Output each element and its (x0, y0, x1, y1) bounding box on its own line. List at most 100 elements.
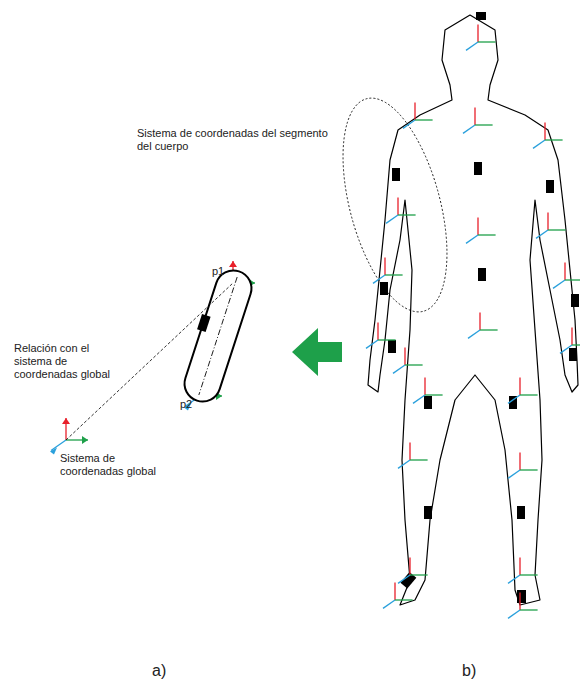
coordinate-frame (383, 582, 413, 608)
axis-x (508, 470, 520, 478)
sensor (424, 396, 432, 409)
frame-label: Sistema de coordenadas global (60, 452, 170, 478)
axis-z (547, 212, 548, 230)
panel-label: a) (152, 662, 166, 680)
coordinate-frame (373, 257, 403, 283)
axis-z (519, 592, 520, 610)
coordinate-frame (560, 327, 580, 353)
axis-x (533, 140, 545, 148)
axis-x (403, 120, 415, 128)
coordinate-frame (466, 24, 496, 50)
coordinate-frame (508, 557, 538, 583)
axis-x (373, 275, 385, 283)
axis-z (384, 257, 385, 275)
axis-z (414, 102, 415, 120)
axis-y (385, 274, 403, 275)
coordinate-frame (386, 197, 416, 223)
frame-label: Sistema de coordenadas del segmento del … (137, 127, 337, 153)
axis-y (410, 459, 428, 460)
axis-x (463, 125, 475, 133)
axis-z (519, 557, 520, 575)
sensor (380, 282, 388, 295)
axis-y (410, 574, 428, 575)
sensor (569, 348, 577, 361)
axis-y (520, 609, 538, 610)
coordinate-frame (468, 312, 498, 338)
sensor (476, 12, 486, 20)
axis-x (393, 365, 405, 373)
sensor (424, 506, 432, 519)
coordinate-frame (553, 262, 580, 288)
coordinate-frame (413, 377, 443, 403)
coordinate-frame (508, 452, 538, 478)
axis-z (424, 377, 425, 395)
axis-z (409, 442, 410, 460)
coordinate-frame (393, 347, 423, 373)
highlight-ellipse (323, 87, 467, 323)
axis-x (383, 600, 395, 608)
axis-x (508, 395, 520, 403)
axis-z (479, 312, 480, 330)
coordinate-frame (508, 377, 538, 403)
coordinate-frame (398, 557, 428, 583)
axis-x (536, 230, 548, 238)
axis-y (398, 214, 416, 215)
axis-y (548, 229, 566, 230)
axis-y (480, 329, 498, 330)
axis-z (564, 262, 565, 280)
coordinate-frame (536, 212, 566, 238)
sensor (388, 340, 396, 353)
axis-z (519, 452, 520, 470)
axis-z (409, 557, 410, 575)
axis-z (404, 347, 405, 365)
relation-label: Relación con el sistema de coordenadas g… (14, 342, 114, 381)
axis-x (398, 460, 410, 468)
axis-y (475, 124, 493, 125)
coordinate-frame (366, 322, 396, 348)
axis-z (377, 322, 378, 340)
point-label: p1 (212, 265, 224, 278)
axis-y (520, 469, 538, 470)
coordinate-frame (403, 102, 433, 128)
sensor (478, 268, 486, 281)
green-arrow (292, 328, 342, 376)
axis-y (478, 234, 496, 235)
sensor (517, 506, 525, 519)
arrowhead (229, 261, 237, 267)
body-segment (176, 265, 256, 407)
axis-x (466, 235, 478, 243)
point-label: p2 (180, 398, 192, 411)
arrowhead (62, 418, 70, 424)
axis-y (415, 119, 433, 120)
axis-x (553, 280, 565, 288)
axis-x (398, 575, 410, 583)
sensor (546, 180, 554, 193)
arrowhead (82, 436, 88, 444)
coordinate-frame (50, 418, 88, 455)
axis-z (477, 217, 478, 235)
sensor (474, 162, 482, 175)
axis-x (366, 340, 378, 348)
panel-label: b) (462, 662, 476, 680)
axis-z (519, 377, 520, 395)
axis-z (571, 327, 572, 345)
sensor-group (380, 12, 579, 603)
axis-z (474, 107, 475, 125)
axis-x (386, 215, 398, 223)
axis-y (425, 394, 443, 395)
axis-y (478, 41, 496, 42)
axis-y (545, 139, 563, 140)
axis-z (397, 197, 398, 215)
coordinate-frame (398, 442, 428, 468)
coordinate-frame (463, 107, 493, 133)
axis-y (405, 364, 423, 365)
axis-y (572, 344, 580, 345)
axis-x (508, 610, 520, 618)
axis-z (544, 122, 545, 140)
axis-x (51, 440, 66, 451)
coordinate-frame (466, 217, 496, 243)
axis-y (520, 394, 538, 395)
axis-y (565, 279, 580, 280)
sensor (517, 590, 526, 603)
axis-y (395, 599, 413, 600)
